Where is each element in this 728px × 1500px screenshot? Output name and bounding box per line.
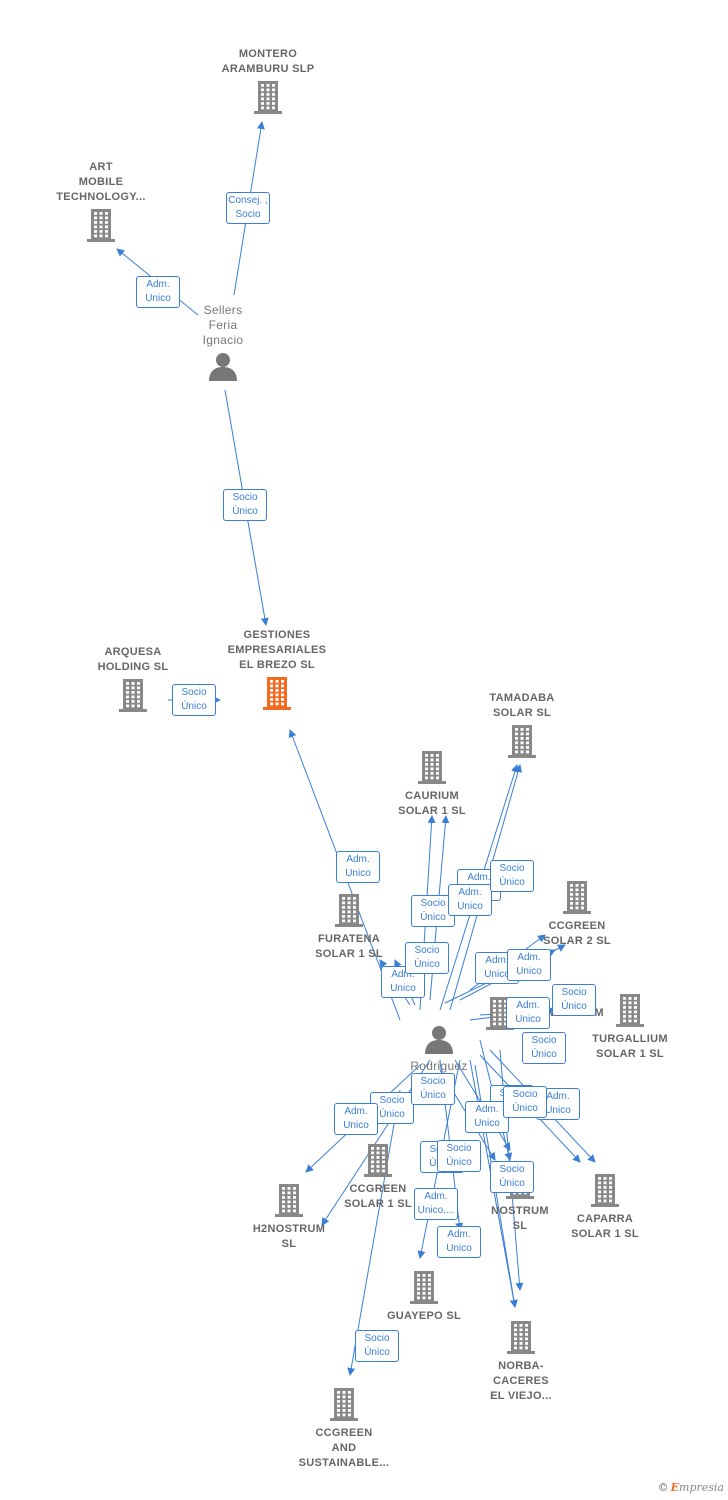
brand-initial: E xyxy=(670,1481,680,1494)
node-ccgreen2[interactable]: CCGREEN SOLAR 2 SL xyxy=(507,877,647,949)
brand-name: mpresia xyxy=(679,1481,724,1494)
building-icon xyxy=(275,1184,303,1217)
building-icon xyxy=(591,1174,619,1207)
edge-label[interactable]: Socio Único xyxy=(503,1086,547,1118)
node-label: Sellers Feria Ignacio xyxy=(202,303,244,347)
node-label: CCGREEN AND SUSTAINABLE... xyxy=(298,1427,390,1469)
node-label: CAPARRA SOLAR 1 SL xyxy=(571,1213,639,1240)
building-icon xyxy=(486,997,514,1030)
edge-label[interactable]: Adm. Unico xyxy=(507,949,551,981)
node-sellers[interactable]: Sellers Feria Ignacio xyxy=(153,303,293,382)
focus-building-icon xyxy=(263,677,291,710)
building-icon xyxy=(254,81,282,114)
edge-line xyxy=(347,1089,401,1376)
node-label: ART MOBILE TECHNOLOGY... xyxy=(56,161,146,203)
edge-label[interactable]: Socio Único xyxy=(411,1073,455,1105)
edge-label[interactable]: Adm. Unico xyxy=(334,1103,378,1135)
building-icon xyxy=(410,1271,438,1304)
node-gestiones[interactable]: GESTIONES EMPRESARIALES EL BREZO SL xyxy=(207,628,347,711)
building-icon xyxy=(563,881,591,914)
node-label: NORBA- CACERES EL VIEJO... xyxy=(490,1360,552,1402)
edge-label[interactable]: Socio Único xyxy=(437,1140,481,1172)
person-icon xyxy=(425,1026,453,1054)
node-caurium[interactable]: CAURIUM SOLAR 1 SL xyxy=(362,747,502,819)
person-icon xyxy=(209,353,237,381)
building-icon xyxy=(364,1144,392,1177)
node-ccgreen1[interactable]: CCGREEN SOLAR 1 SL xyxy=(308,1140,448,1212)
node-tamadaba[interactable]: TAMADABA SOLAR SL xyxy=(452,691,592,759)
building-icon xyxy=(507,1321,535,1354)
edge-label[interactable]: Socio Único xyxy=(411,895,455,927)
node-rodriguez[interactable]: Rodriguez z 0 xyxy=(369,1021,509,1104)
node-caparra[interactable]: CAPARRA SOLAR 1 SL xyxy=(535,1170,675,1242)
node-furatena[interactable]: FURATENA SOLAR 1 SL xyxy=(279,890,419,962)
node-guayepo[interactable]: GUAYEPO SL xyxy=(354,1267,494,1324)
building-icon xyxy=(508,725,536,758)
building-icon xyxy=(87,209,115,242)
node-label: MONTERO ARAMBURU SLP xyxy=(221,48,315,75)
building-icon xyxy=(616,994,644,1027)
node-arquesa[interactable]: ARQUESA HOLDING SL xyxy=(63,645,203,713)
edge-label[interactable]: Socio Único xyxy=(405,942,449,974)
node-label: CCGREEN SOLAR 1 SL xyxy=(344,1183,412,1210)
edge-label[interactable]: Socio Único xyxy=(552,984,596,1016)
node-ccgreensust[interactable]: CCGREEN AND SUSTAINABLE... xyxy=(274,1384,414,1471)
copyright-symbol: © xyxy=(657,1481,669,1494)
node-label: TAMADABA SOLAR SL xyxy=(489,692,555,719)
edge-label[interactable]: Consej. , Socio xyxy=(226,192,270,224)
edge-label[interactable]: Adm. Unico xyxy=(448,884,492,916)
edge-label[interactable]: Socio Único xyxy=(522,1032,566,1064)
node-label: GESTIONES EMPRESARIALES EL BREZO SL xyxy=(227,629,327,671)
node-label: NOSTRUM SL xyxy=(491,1205,549,1232)
node-label: GUAYEPO SL xyxy=(386,1310,462,1322)
node-montero[interactable]: MONTERO ARAMBURU SLP xyxy=(198,47,338,115)
building-icon xyxy=(119,679,147,712)
edge-label[interactable]: Adm. Unico xyxy=(465,1101,509,1133)
edge-label[interactable]: Socio Único xyxy=(355,1330,399,1362)
edge-label[interactable]: Socio Único xyxy=(223,489,267,521)
edge-label[interactable]: Adm. Unico xyxy=(437,1226,481,1258)
node-label: ARQUESA HOLDING SL xyxy=(97,646,169,673)
edge-label[interactable]: Socio Único xyxy=(490,860,534,892)
edge-label[interactable]: Adm. Unico xyxy=(506,997,550,1029)
node-turgallium[interactable]: TURGALLIUM SOLAR 1 SL xyxy=(560,990,700,1062)
node-norba[interactable]: NORBA- CACERES EL VIEJO... xyxy=(451,1317,591,1404)
node-label: CAURIUM SOLAR 1 SL xyxy=(398,790,466,817)
node-label: TURGALLIUM SOLAR 1 SL xyxy=(592,1033,668,1060)
edge-label[interactable]: Socio Único xyxy=(172,684,216,716)
node-h2nostrum[interactable]: H2NOSTRUM SL xyxy=(219,1180,359,1252)
empresia-watermark: ©Empresia xyxy=(658,1481,724,1494)
node-label: FURATENA SOLAR 1 SL xyxy=(315,933,383,960)
edge-label[interactable]: Adm. Unico xyxy=(136,276,180,308)
node-art[interactable]: ART MOBILE TECHNOLOGY... xyxy=(31,160,171,243)
building-icon xyxy=(335,894,363,927)
building-icon xyxy=(418,751,446,784)
edge-label[interactable]: Adm. Unico,... xyxy=(414,1188,458,1220)
edge-label[interactable]: Adm. Unico xyxy=(336,851,380,883)
node-label: CCGREEN SOLAR 2 SL xyxy=(543,920,611,947)
building-icon xyxy=(330,1388,358,1421)
node-label: H2NOSTRUM SL xyxy=(252,1223,326,1250)
edge-label[interactable]: Socio Único xyxy=(490,1161,534,1193)
